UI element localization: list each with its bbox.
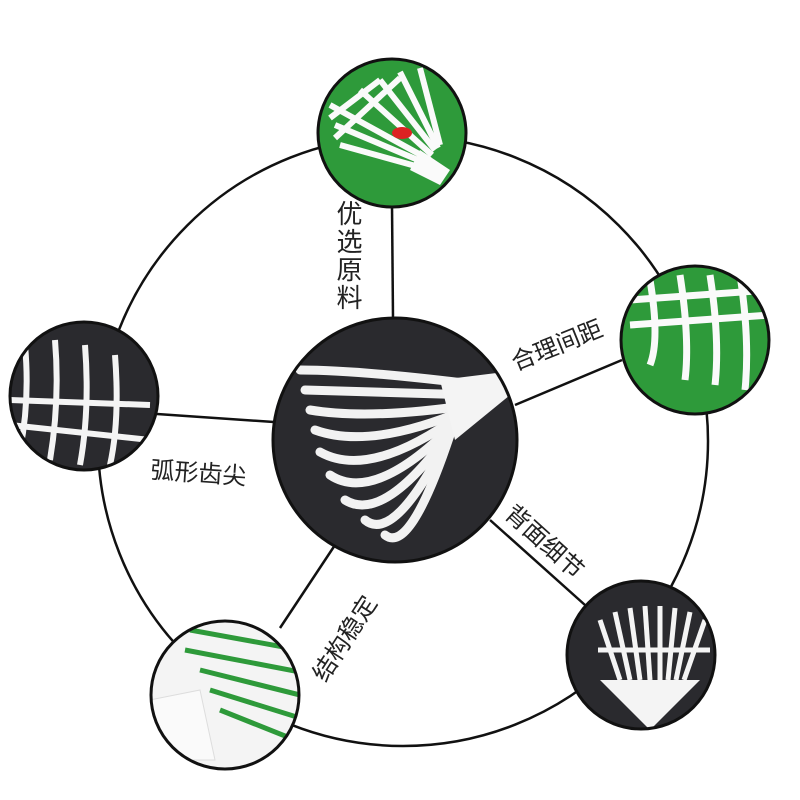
top-image	[318, 59, 466, 207]
spokes	[156, 204, 623, 629]
center-image	[273, 318, 517, 562]
left-image	[10, 322, 158, 470]
label-top: 优选原料	[332, 200, 362, 312]
right-image	[621, 266, 769, 414]
label-left: 弧形齿尖	[149, 455, 248, 491]
bottom-right-image	[567, 581, 715, 729]
bottom-left-image	[151, 621, 299, 769]
